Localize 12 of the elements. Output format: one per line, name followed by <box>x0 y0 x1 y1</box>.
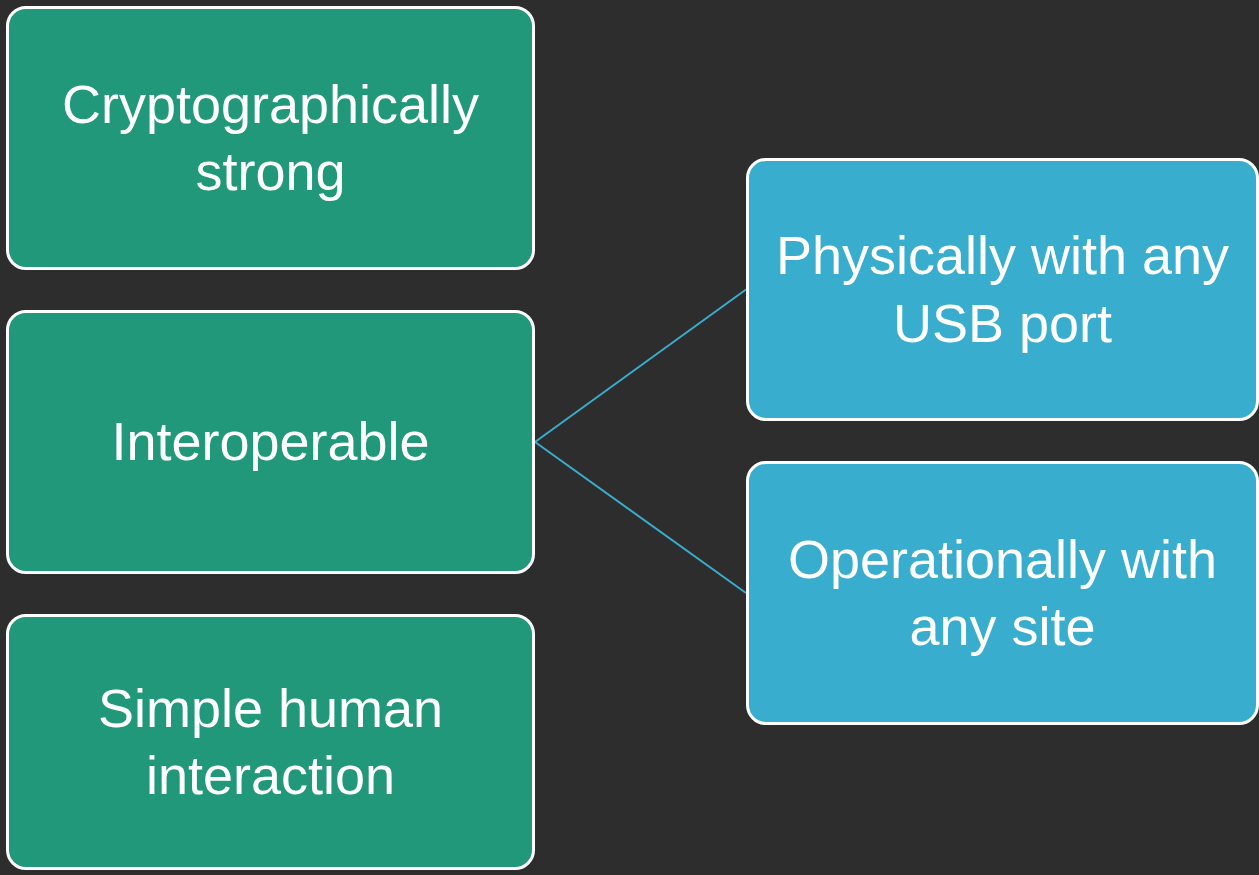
rounded-box <box>746 461 1259 725</box>
rounded-box <box>6 310 535 574</box>
box-label: Simple human interaction <box>96 676 445 807</box>
rounded-box <box>746 158 1259 421</box>
connector-line <box>534 441 747 594</box>
box-label: Cryptographically strong <box>60 72 481 203</box>
box-label: Operationally with any site <box>786 527 1219 658</box>
connector-line <box>534 288 747 443</box>
box-label: Interoperable <box>111 410 430 474</box>
box-label: Physically with any USB port <box>774 224 1231 355</box>
rounded-box <box>6 614 535 870</box>
rounded-box <box>6 6 535 270</box>
